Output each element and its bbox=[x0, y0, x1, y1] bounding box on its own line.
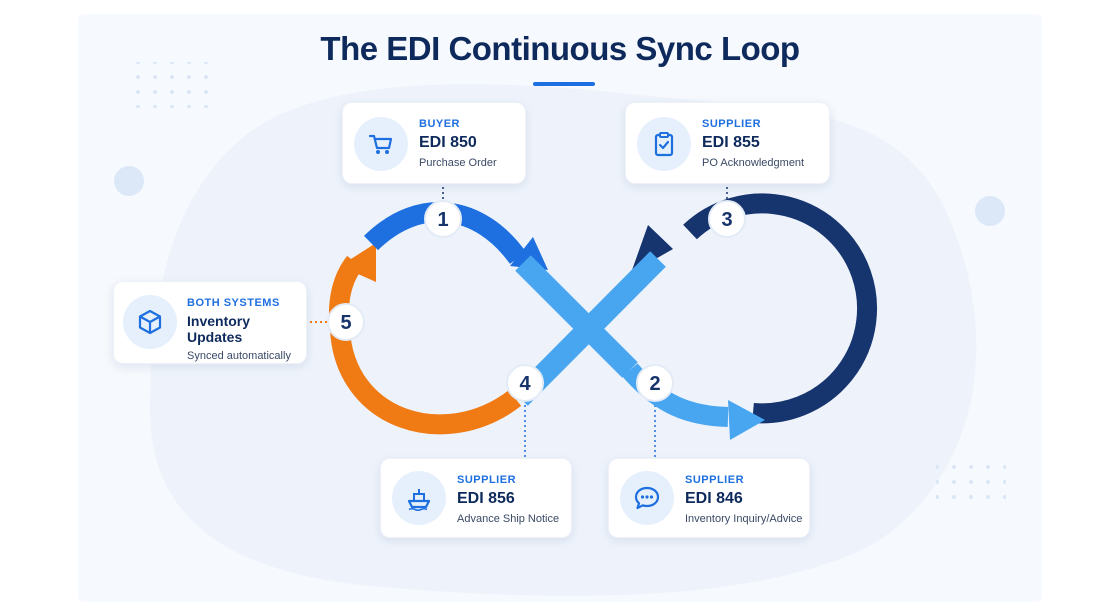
card-code: EDI 846 bbox=[685, 490, 743, 507]
step-number-5: 5 bbox=[340, 312, 351, 334]
step-badge-2: 2 bbox=[636, 364, 674, 402]
loop-segment-navy bbox=[683, 193, 877, 424]
dot-grid-bottom-right bbox=[936, 456, 1006, 502]
card-inventory-updates: BOTH SYSTEMS Inventory Updates Synced au… bbox=[113, 281, 307, 364]
step-number-3: 3 bbox=[721, 209, 732, 231]
chat-icon bbox=[620, 471, 674, 525]
card-code: EDI 855 bbox=[702, 134, 760, 151]
card-code: EDI 850 bbox=[419, 134, 477, 151]
dot-grid-top-left bbox=[132, 62, 220, 108]
card-code: Inventory Updates bbox=[187, 313, 251, 345]
arrowhead-orange bbox=[340, 243, 376, 282]
box-icon bbox=[123, 295, 177, 349]
card-description: PO Acknowledgment bbox=[702, 157, 805, 169]
card-code: EDI 856 bbox=[457, 490, 515, 507]
step-number-1: 1 bbox=[437, 209, 448, 231]
title-underline bbox=[533, 82, 595, 86]
card-edi-846: SUPPLIER EDI 846 Inventory Inquiry/Advic… bbox=[608, 458, 810, 538]
step-number-4: 4 bbox=[519, 373, 531, 395]
diagram-title: The EDI Continuous Sync Loop bbox=[320, 30, 800, 67]
card-description: Advance Ship Notice bbox=[457, 513, 560, 525]
card-description: Inventory Inquiry/Advice bbox=[685, 513, 803, 525]
card-role: SUPPLIER bbox=[685, 474, 745, 486]
deco-circle-left bbox=[114, 166, 144, 196]
step-badge-1: 1 bbox=[424, 200, 462, 238]
step-badge-5: 5 bbox=[327, 303, 365, 341]
step-number-2: 2 bbox=[649, 373, 660, 395]
card-edi-856: SUPPLIER EDI 856 Advance Ship Notice bbox=[380, 458, 572, 538]
card-edi-855: SUPPLIER EDI 855 PO Acknowledgment bbox=[625, 102, 830, 184]
ship-icon bbox=[392, 471, 446, 525]
card-role: SUPPLIER bbox=[457, 474, 517, 486]
arrowhead-blue bbox=[510, 237, 548, 270]
cart-icon bbox=[354, 117, 408, 171]
arrowhead-light-blue bbox=[728, 400, 765, 440]
step-badge-4: 4 bbox=[506, 364, 544, 402]
step-badge-3: 3 bbox=[708, 200, 746, 238]
clipboard-check-icon bbox=[637, 117, 691, 171]
deco-circle-right bbox=[975, 196, 1005, 226]
card-description: Synced automatically bbox=[187, 350, 291, 362]
card-role: BOTH SYSTEMS bbox=[187, 297, 280, 309]
card-description: Purchase Order bbox=[419, 157, 497, 169]
card-role: BUYER bbox=[419, 118, 461, 130]
loop-segment-orange bbox=[329, 255, 522, 435]
loop-segment-diagonal-down bbox=[515, 255, 638, 378]
card-edi-850: BUYER EDI 850 Purchase Order bbox=[342, 102, 526, 184]
card-role: SUPPLIER bbox=[702, 118, 762, 130]
